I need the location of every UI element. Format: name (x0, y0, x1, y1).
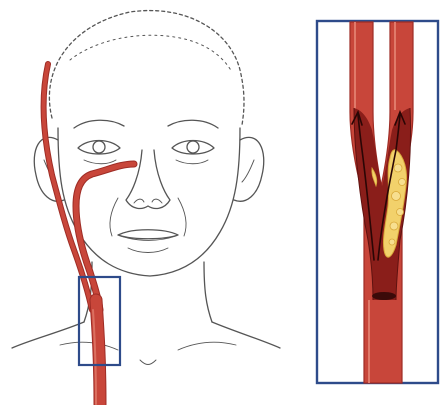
left-eyebrow (74, 120, 124, 128)
zoomed-inset (317, 21, 438, 383)
shoulder-right (212, 322, 280, 348)
inset-lumen-bottom (372, 292, 396, 300)
head-outline (12, 11, 280, 365)
right-eyebrow (168, 120, 218, 128)
neck-right (204, 262, 212, 322)
left-eye (78, 141, 120, 155)
right-eye (172, 141, 214, 155)
hair-top-texture (70, 35, 232, 72)
superficial-temporal-artery (44, 64, 92, 310)
hairline (49, 11, 244, 125)
nose (126, 150, 170, 208)
shoulder-left (12, 322, 84, 348)
